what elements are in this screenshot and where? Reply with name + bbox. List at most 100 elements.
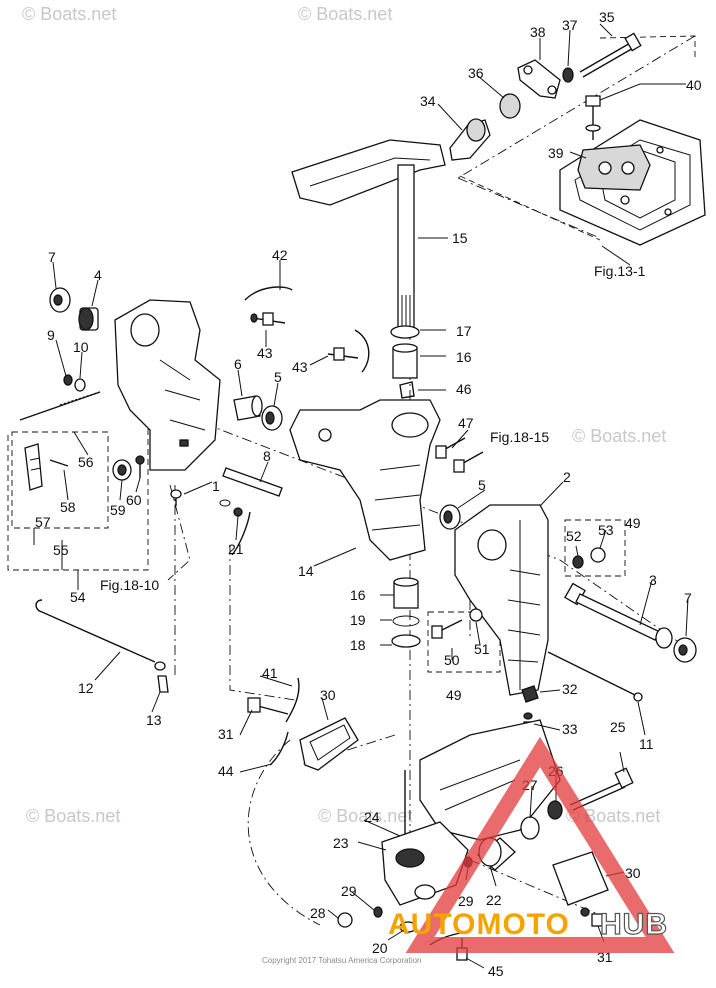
bushing-5-lower [439,504,461,530]
part-label: 43 [257,345,273,361]
bushing-16-lower [393,577,419,609]
wire-41 [285,677,300,723]
bracket-38 [517,59,561,99]
bushing-36 [499,93,521,119]
part-label: 31 [218,726,234,742]
lower-bracket-assembly [419,719,561,841]
part-label: 55 [53,542,69,558]
part-label: 24 [364,809,380,825]
part-label: 56 [78,454,94,470]
bushing-16-upper [392,343,418,379]
ring-19 [392,615,420,627]
clip-13 [157,675,169,693]
screw-31-lower [580,907,603,927]
clamp-bracket-right [454,504,549,696]
spring-56 [59,391,101,406]
part-label: 39 [548,145,564,161]
nut-28 [337,912,353,928]
rod-11 [547,651,636,696]
part-label: 30 [320,687,336,703]
bolt-25 [569,767,634,811]
plate-57 [24,443,43,491]
copyright-text: Copyright 2017 Tohatsu America Corporati… [262,956,422,965]
nut-7-right [673,637,697,663]
pad-30-upper [299,717,359,771]
part-label: 16 [456,349,472,365]
block-32 [521,685,539,703]
pin-58 [49,459,69,467]
part-label: 32 [562,681,578,697]
part-label: 21 [228,541,244,557]
watermarks: © Boats.net © Boats.net © Boats.net © Bo… [22,4,666,826]
part-label: 17 [456,323,472,339]
part-label: 28 [310,905,326,921]
part-label: 33 [562,721,578,737]
part-label: 35 [599,9,615,25]
part-label: 3 [649,572,657,588]
part-label: 25 [610,719,626,735]
part-label: 52 [566,528,582,544]
part-label: 2 [563,469,571,485]
tube-8 [222,467,283,497]
bolt-43-upper [250,312,286,326]
rubber-mount-34 [449,118,491,161]
bushing-6 [233,395,263,421]
part-label: 23 [333,835,349,851]
part-label: 18 [350,637,366,653]
part-label: 5 [478,477,486,493]
part-label: 46 [456,381,472,397]
part-label: 53 [598,522,614,538]
figure-references: Fig.13-1 Fig.18-15 Fig.18-10 [100,263,646,593]
part-label: 38 [530,24,546,40]
watermark-text: © Boats.net [26,806,120,826]
bolt-47 [435,437,484,473]
part-label: 29 [458,893,474,909]
part-label: 9 [47,327,55,343]
part-label: 50 [444,652,460,668]
washer-52 [572,555,584,569]
bushing-4 [78,307,99,331]
nut-9 [63,374,73,386]
ring-46 [399,381,415,399]
bolt-35 [579,32,642,78]
brand-text-secondary: HUB [600,908,668,941]
part-label: 60 [126,492,142,508]
wire-44 [269,731,289,766]
figure-ref-label[interactable]: Fig.18-15 [490,429,549,445]
warning-triangle-icon [405,736,675,953]
screw-60 [135,455,145,478]
rod-11-end [633,692,643,702]
part-label: 11 [639,736,654,752]
bolt-50 [431,619,463,639]
part-label: 37 [562,17,578,33]
part-label: 10 [73,339,89,355]
part-label: 59 [110,502,126,518]
brand-logo: AUTOMOTO HUB [388,907,668,941]
part-label: 54 [70,589,86,605]
part-label: 58 [60,499,76,515]
part-label: 36 [468,65,484,81]
part-label: 7 [684,590,692,606]
washer-18 [391,634,421,648]
bushing-5-upper [261,405,283,431]
swivel-case-23 [381,821,469,906]
nut-7-left [49,287,71,313]
wire-42 [244,286,293,301]
part-label: 34 [420,93,436,109]
part-label: 47 [458,415,474,431]
part-label: 42 [272,247,288,263]
part-label: 5 [274,369,282,385]
part-label: 29 [341,883,357,899]
washer-27 [520,816,540,840]
part-label: 7 [48,249,56,265]
figure-ref-label[interactable]: Fig.13-1 [594,263,646,279]
part-label: 45 [488,963,504,979]
part-label: 4 [94,267,102,283]
bolt-43-lower [327,347,359,361]
figure-ref-label[interactable]: Fig.18-10 [100,577,159,593]
part-label: 44 [218,763,234,779]
washer-59 [112,459,132,481]
bolt-31-upper [247,697,289,715]
